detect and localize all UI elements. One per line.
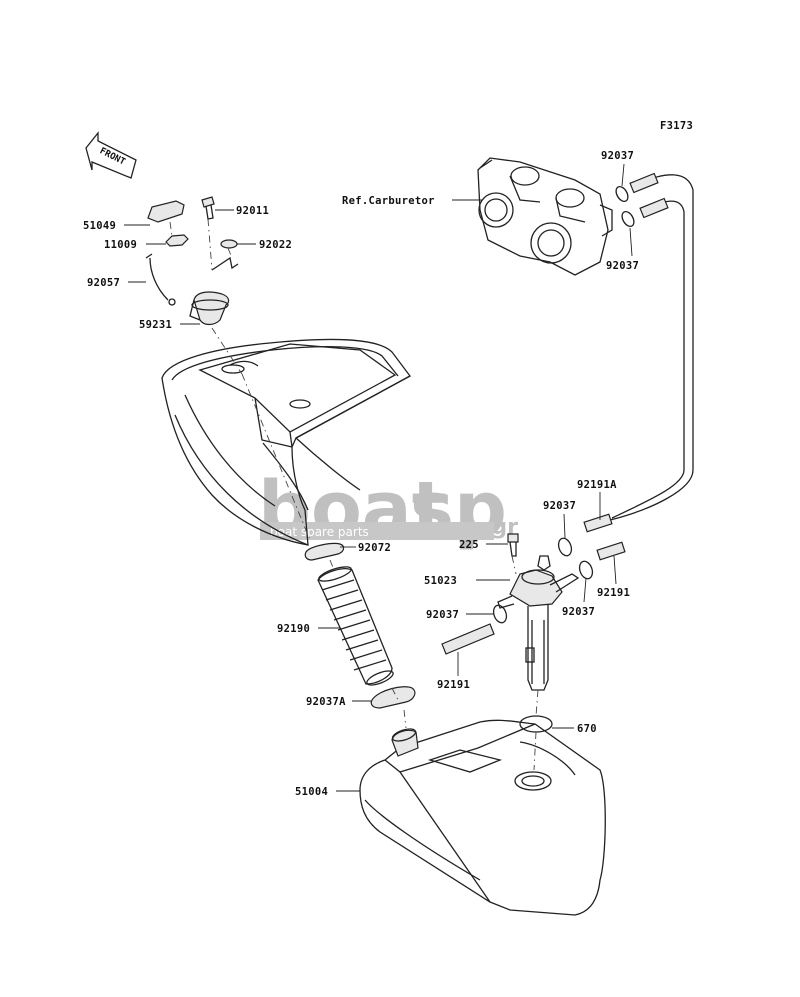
fuel-hose: [583, 172, 694, 561]
watermark: boat sp .gr boat spare parts: [258, 466, 518, 552]
tap-clamps: [441, 537, 594, 655]
callout-92037A: 92037A: [306, 696, 346, 708]
watermark-tagline: boat spare parts: [270, 525, 369, 539]
callout-ref-carburetor: Ref.Carburetor: [342, 195, 435, 207]
cap-assembly-parts: [145, 196, 239, 326]
assembly-lines: [169, 218, 539, 771]
callout-225: 225: [459, 539, 479, 551]
callout-labels: 51049 92011 11009 92022 92057 59231 Ref.…: [83, 150, 639, 798]
hull-part: [161, 338, 411, 546]
callout-92191-right: 92191: [597, 587, 630, 599]
front-arrow-icon: FRONT: [85, 131, 137, 179]
callout-92037-carb-top: 92037: [601, 150, 634, 162]
callout-92057: 92057: [87, 277, 120, 289]
carburetor-part: [477, 157, 613, 276]
figure-code: F3173: [660, 120, 693, 132]
callout-51023: 51023: [424, 575, 457, 587]
callout-92190: 92190: [277, 623, 310, 635]
leader-lines: [124, 163, 633, 792]
callout-670: 670: [577, 723, 597, 735]
bellows-hose-part: [317, 566, 394, 686]
fuel-tank-part: [359, 719, 606, 916]
callout-92072: 92072: [358, 542, 391, 554]
callout-59231: 59231: [139, 319, 172, 331]
fuel-tap-part: [497, 533, 580, 691]
callout-11009: 11009: [104, 239, 137, 251]
callout-51004: 51004: [295, 786, 328, 798]
callout-92191A: 92191A: [577, 479, 617, 491]
callout-92037-carb-bottom: 92037: [606, 260, 639, 272]
callout-92037-tap-top: 92037: [543, 500, 576, 512]
callout-92011: 92011: [236, 205, 269, 217]
callout-51049: 51049: [83, 220, 116, 232]
callout-92191-left: 92191: [437, 679, 470, 691]
callout-92037-tap-left: 92037: [426, 609, 459, 621]
callout-92022: 92022: [259, 239, 292, 251]
callout-92037-tap-right: 92037: [562, 606, 595, 618]
clamp-92072: [304, 542, 345, 561]
